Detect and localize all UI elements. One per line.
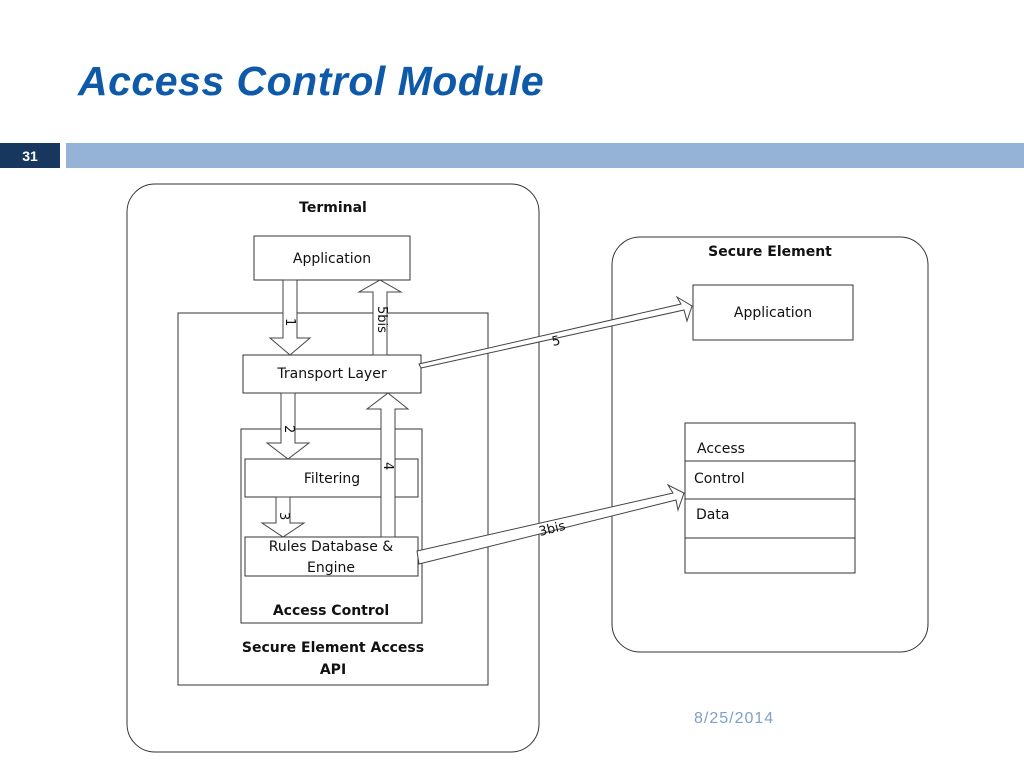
- terminal-application-label: Application: [293, 251, 371, 267]
- header-bar: [66, 143, 1024, 168]
- slide-date: 8/25/2014: [694, 710, 775, 727]
- se-application-box: [692, 284, 854, 341]
- transport-layer-label: Transport Layer: [276, 366, 386, 382]
- arrow-3bis: [416, 483, 685, 565]
- secure-element-box: [611, 236, 929, 653]
- arrow-4: [365, 392, 410, 538]
- transport-layer-box: [242, 354, 422, 394]
- filtering-label: Filtering: [304, 471, 360, 487]
- rules-engine-label-2: Engine: [307, 560, 355, 576]
- se-access-api-label-1: Secure Element Access: [242, 640, 424, 656]
- terminal-label: Terminal: [299, 200, 367, 216]
- filtering-box: [244, 458, 419, 498]
- slide-title: Access Control Module: [78, 58, 545, 104]
- arrow-3-label: 3: [276, 512, 291, 520]
- arrow-3: [260, 496, 306, 538]
- arrow-5bis: [357, 279, 403, 356]
- arrow-1: [268, 279, 312, 356]
- arrow-1-label: 1: [282, 318, 297, 326]
- rules-engine-label-1: Rules Database &: [269, 539, 393, 555]
- ac-data-row-3: Data: [696, 507, 729, 523]
- ac-data-table: [684, 422, 856, 574]
- ac-data-row-2: Control: [694, 471, 745, 487]
- terminal-application-box: [253, 235, 411, 281]
- se-application-label: Application: [734, 305, 812, 321]
- arrow-2: [265, 392, 311, 460]
- arrow-2-label: 2: [281, 425, 296, 433]
- terminal-box: [126, 183, 540, 753]
- arrow-5-label: 5: [551, 333, 562, 349]
- access-control-box: [240, 428, 423, 624]
- secure-element-label: Secure Element: [708, 244, 832, 260]
- arrow-5: [418, 295, 693, 369]
- arrow-5bis-label: 5bis: [374, 306, 389, 333]
- arrow-4-label: 4: [380, 462, 395, 470]
- se-access-api-label-2: API: [320, 662, 346, 678]
- arrow-3bis-label: 3bis: [537, 519, 567, 540]
- slide-number: 31: [0, 143, 60, 168]
- se-access-api-box: [177, 312, 489, 686]
- access-control-label: Access Control: [273, 603, 389, 619]
- ac-data-row-1: Access: [697, 441, 745, 457]
